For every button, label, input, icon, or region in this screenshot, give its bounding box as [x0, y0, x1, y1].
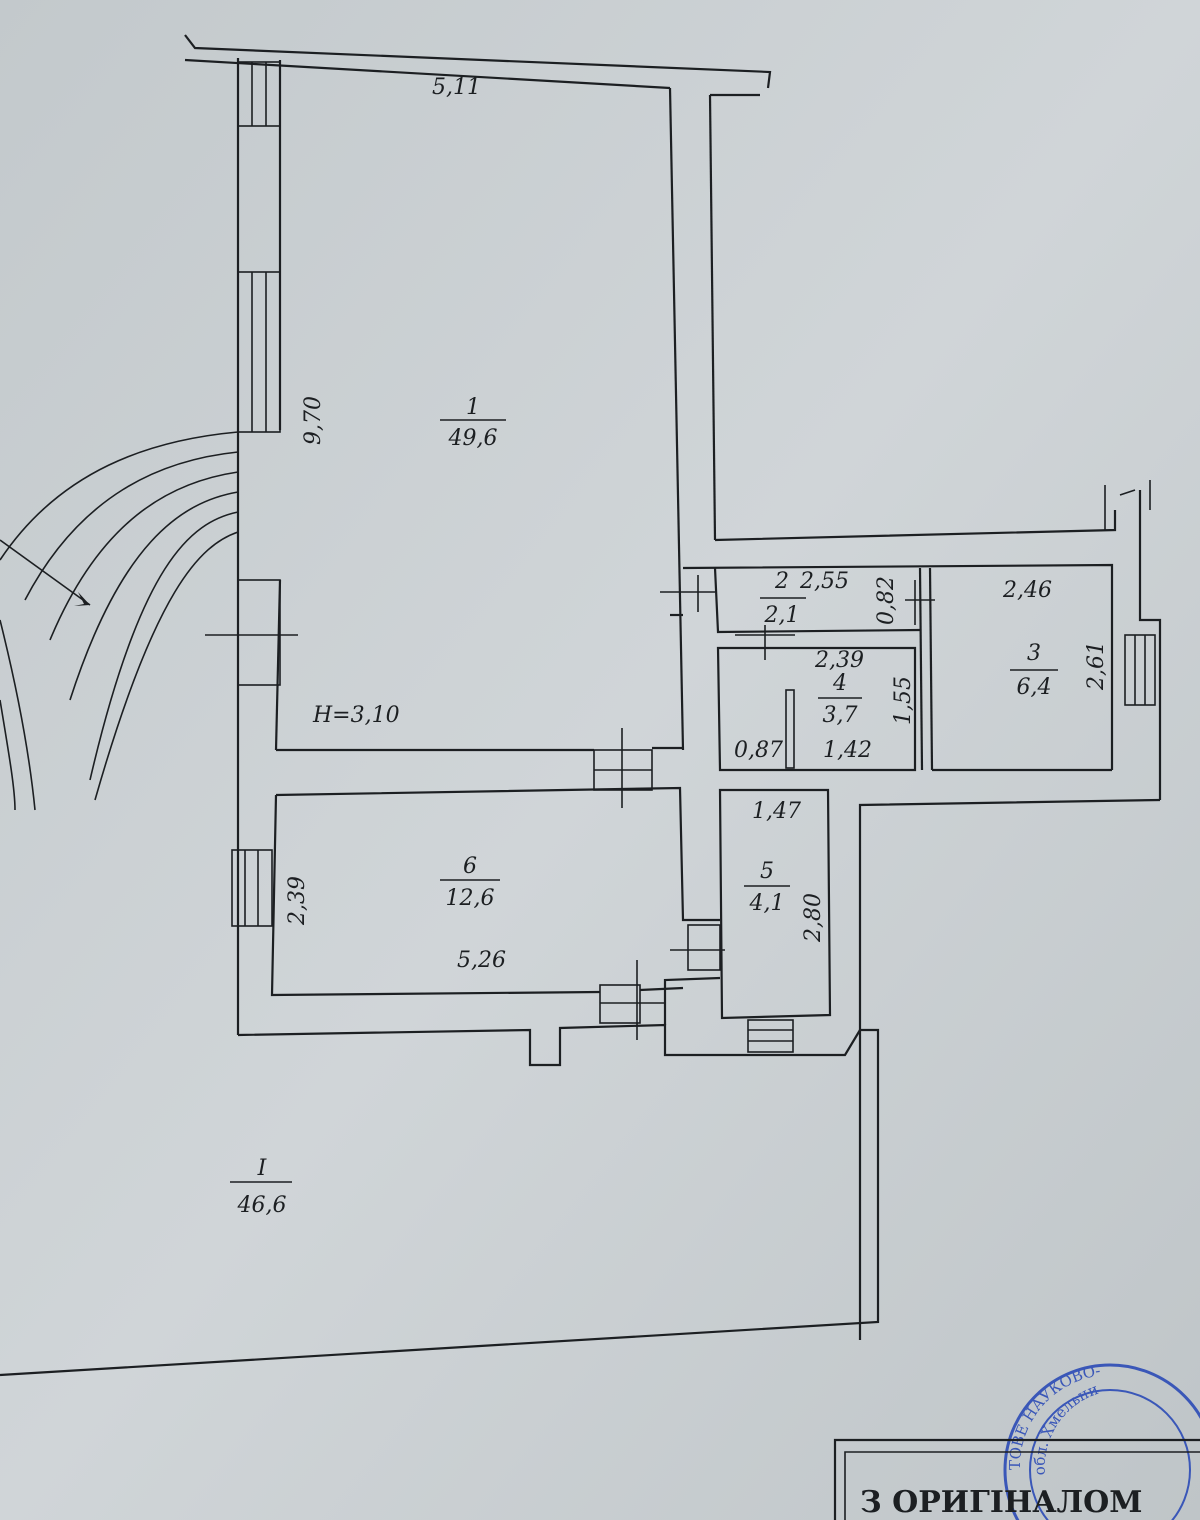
room-3-number: 3 — [1027, 641, 1041, 666]
room-6-area: 12,6 — [446, 886, 495, 911]
room-4-area: 3,7 — [823, 703, 858, 728]
room-4-number: 4 — [832, 671, 847, 696]
dim-room4-left: 0,87 — [734, 738, 783, 763]
right-block-walls — [660, 480, 1162, 1340]
dim-room4-right: 1,42 — [823, 738, 872, 763]
dimension-labels: 5,11 9,70 2,55 0,82 2,46 2,61 2,39 1,55 … — [285, 75, 1109, 973]
room-5-area: 4,1 — [749, 891, 785, 916]
left-windows — [205, 61, 298, 686]
room-labels: 1 49,6 2 2,1 3 6,4 4 3,7 5 4,1 6 12,6 I … — [230, 395, 1058, 1218]
dim-room1-width: 5,11 — [432, 75, 481, 100]
lower-block-walls — [231, 728, 861, 1067]
dim-room4-width: 2,39 — [814, 648, 864, 673]
dim-room3-length: 2,61 — [1084, 641, 1109, 691]
dim-room3-width: 2,46 — [1002, 578, 1052, 603]
title-block: З ОРИГІНАЛОМ — [833, 1438, 1200, 1520]
dim-room2-depth: 0,82 — [874, 576, 899, 625]
room-2-number: 2 — [774, 569, 789, 594]
room-5-number: 5 — [760, 859, 774, 884]
room-2-area: 2,1 — [764, 603, 800, 628]
outside-area-walls — [0, 1028, 880, 1377]
room-I-number: I — [257, 1156, 268, 1181]
room-I-area: 46,6 — [237, 1193, 287, 1218]
title-text: З ОРИГІНАЛОМ — [860, 1485, 1143, 1520]
room-3-area: 6,4 — [1017, 675, 1052, 700]
dim-room5-width: 1,47 — [752, 799, 801, 824]
ceiling-height-label: H=3,10 — [312, 703, 400, 728]
dim-room4-height: 1,55 — [891, 676, 916, 725]
dim-room5-length: 2,80 — [801, 893, 826, 943]
room-6-number: 6 — [463, 854, 477, 879]
curved-ramp — [0, 431, 239, 811]
room-1-area: 49,6 — [448, 426, 498, 451]
dim-room6-height: 2,39 — [285, 876, 310, 926]
dim-room1-length: 9,70 — [301, 396, 326, 445]
room-1-number: 1 — [466, 395, 480, 420]
dim-room2-width: 2,55 — [799, 569, 849, 594]
dim-room6-width: 5,26 — [457, 948, 506, 973]
